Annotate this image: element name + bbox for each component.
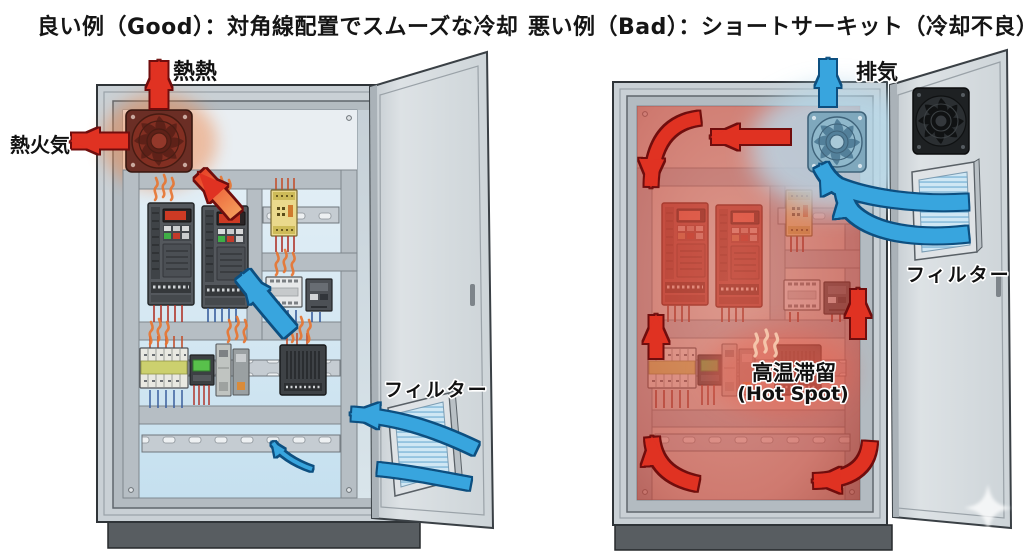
label-exhaust-bad: 排気 [856,60,898,84]
bad-short-circuit-arrows [814,58,969,244]
good-cool-airflow-arrows [236,269,479,490]
door-handle [470,284,475,306]
good-cabinet-plinth [107,521,421,549]
bad-example-title: 悪い例（Bad）：ショートサーキット（冷却不良） [528,15,1024,40]
terminal-blocks [139,347,189,389]
sparkle-watermark-icon [964,484,1012,532]
bad-hot-circulation-arrows [639,111,877,493]
bad-exhaust-fan [807,111,867,173]
label-hotspot-en: (Hot Spot) [737,383,848,405]
inverter-2 [200,204,250,310]
good-hot-airflow-arrows [70,60,242,219]
bad-door-handle [996,273,1001,297]
hot-arrow-curve-down [639,111,702,188]
empty-din-rail [141,434,341,453]
bad-cabinet [612,48,1013,551]
good-example-title: 良い例（Good）：対角線配置でスムーズな冷却 [37,15,519,40]
gray-module-2 [232,348,250,396]
plc-module [189,354,215,386]
label-filter-bad: フィルター [906,264,1011,286]
exhaust-fan [125,109,193,173]
label-filter-good: フィルター [384,379,489,401]
gray-module-1 [215,343,232,397]
relay-module [270,189,298,237]
door-fan [912,87,970,155]
short-circuit-arrow-2 [833,188,969,244]
bad-cabinet-door [888,48,1013,530]
hot-arrow-bottom-right [812,441,877,493]
contactor [305,278,333,312]
good-cabinet [96,50,495,549]
label-hot-exhaust-side: 熱火気 [10,133,70,157]
hot-rise-arrow [194,168,242,219]
bad-cabinet-plinth [614,524,893,551]
label-hotspot-jp: 高温滞留 [752,361,836,385]
diagonal-cool-arrow [236,269,297,338]
wires-under-inverters [153,305,237,322]
power-supply [278,343,328,397]
intake-arrow-lower [377,463,472,490]
hot-arrow-bottom-left [641,436,700,491]
good-cabinet-door [368,50,495,530]
label-hot-exhaust-top: 熱熱 [173,59,217,85]
intake-arrow-thin [271,441,313,471]
intake-arrow-upper [350,403,479,455]
inverter-1 [146,201,196,307]
